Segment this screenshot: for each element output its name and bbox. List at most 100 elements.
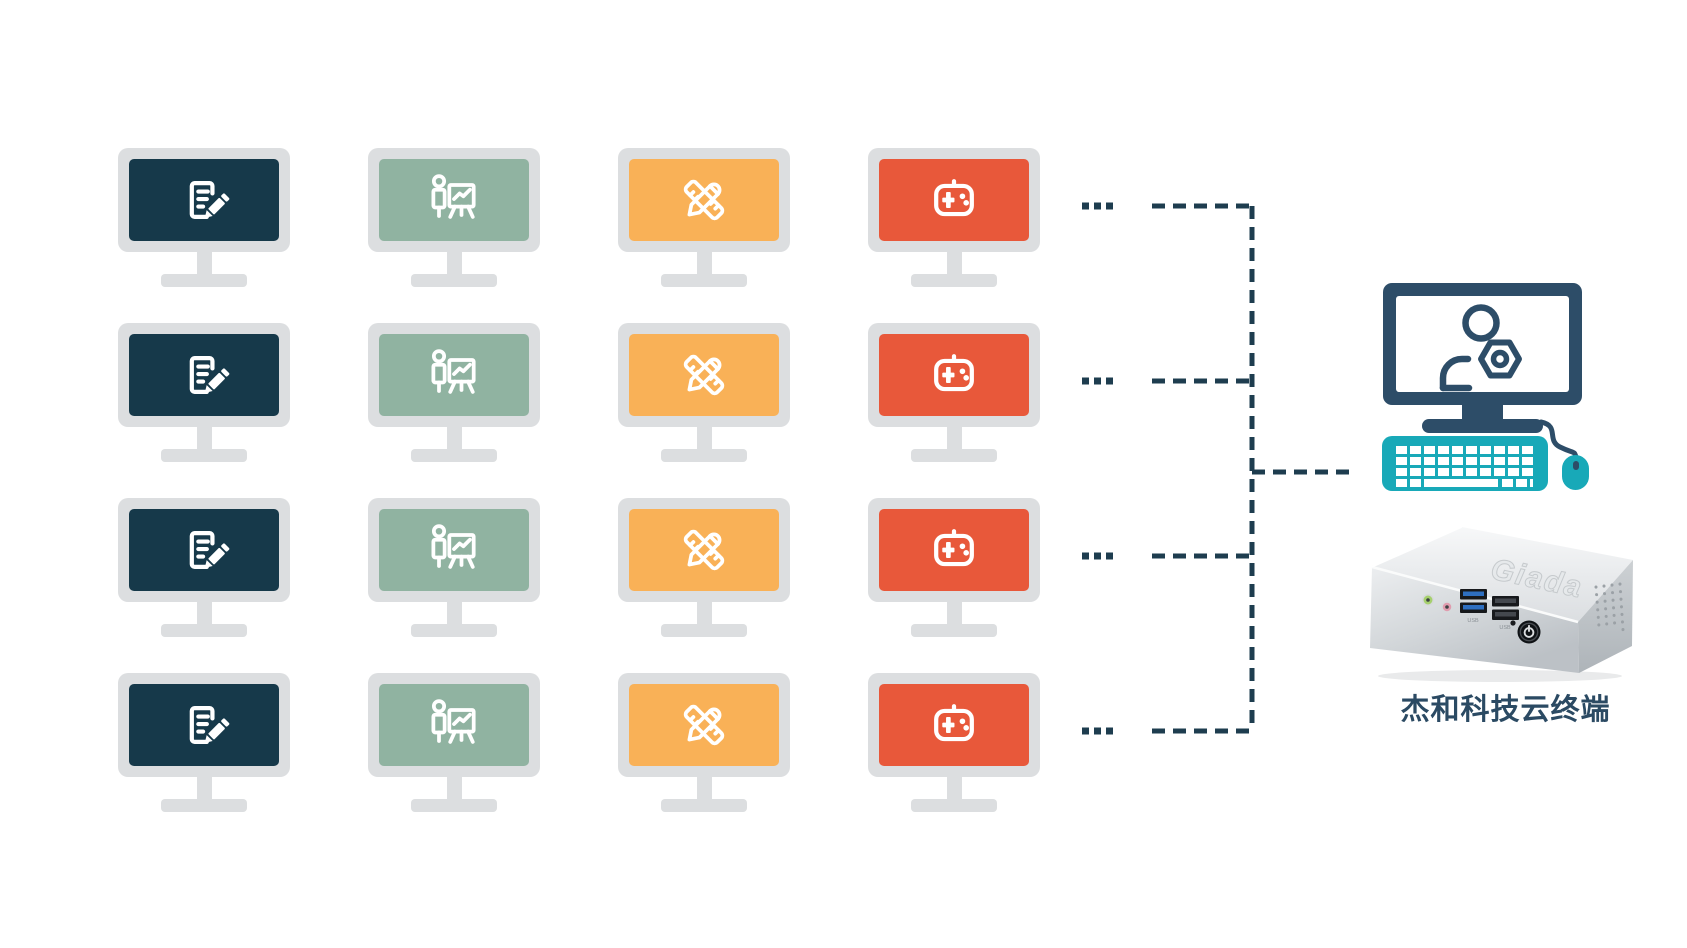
mouse-cable bbox=[1538, 419, 1579, 460]
monitor-screen bbox=[879, 159, 1029, 241]
monitor-base bbox=[161, 624, 247, 637]
monitor-frame bbox=[618, 498, 790, 602]
monitor-base bbox=[411, 799, 497, 812]
monitor-frame bbox=[868, 673, 1040, 777]
power-button bbox=[1517, 620, 1541, 644]
monitor-base bbox=[661, 274, 747, 287]
monitor-base bbox=[161, 449, 247, 462]
monitor-stand bbox=[696, 252, 712, 274]
document-edit-workstation bbox=[118, 323, 290, 462]
terminal-monitor bbox=[1383, 283, 1582, 433]
monitor-base bbox=[411, 449, 497, 462]
monitor-stand bbox=[196, 252, 212, 274]
monitor-stand bbox=[446, 427, 462, 449]
presentation-chart-workstation bbox=[368, 323, 540, 462]
monitor-stand bbox=[946, 602, 962, 624]
monitor-frame bbox=[368, 498, 540, 602]
monitor-base bbox=[911, 624, 997, 637]
terminal-workstation bbox=[1382, 283, 1589, 491]
document-edit-workstation bbox=[118, 498, 290, 637]
monitor-screen bbox=[129, 159, 279, 241]
monitor-stand bbox=[446, 602, 462, 624]
ruler-pencil-workstation bbox=[618, 323, 790, 462]
monitor-frame bbox=[868, 148, 1040, 252]
usb-ports: USB USB bbox=[1460, 589, 1519, 631]
monitor-screen bbox=[379, 159, 529, 241]
monitor-base bbox=[911, 799, 997, 812]
monitor-screen bbox=[379, 334, 529, 416]
ruler-pencil-workstation bbox=[618, 498, 790, 637]
connection-lines bbox=[1152, 203, 1357, 734]
monitor-stand bbox=[946, 252, 962, 274]
ellipsis-row-2 bbox=[1082, 377, 1113, 385]
monitor-screen bbox=[629, 334, 779, 416]
user-gear-icon bbox=[1439, 304, 1522, 392]
monitor-base bbox=[411, 624, 497, 637]
monitor-stand bbox=[196, 602, 212, 624]
monitor-base bbox=[911, 449, 997, 462]
side-vents bbox=[1594, 582, 1625, 632]
terminal-mouse bbox=[1562, 455, 1589, 490]
monitor-frame bbox=[368, 323, 540, 427]
gamepad-workstation bbox=[868, 498, 1040, 637]
document-edit-workstation bbox=[118, 148, 290, 287]
ruler-pencil-workstation bbox=[618, 673, 790, 812]
monitor-frame bbox=[618, 148, 790, 252]
terminal-label: 杰和科技云终端 bbox=[1400, 694, 1611, 726]
monitor-base bbox=[661, 624, 747, 637]
monitor-stand bbox=[196, 777, 212, 799]
gamepad-workstation bbox=[868, 673, 1040, 812]
monitor-stand bbox=[696, 602, 712, 624]
monitor-stand bbox=[696, 777, 712, 799]
monitor-frame bbox=[118, 673, 290, 777]
monitor-frame bbox=[118, 148, 290, 252]
monitor-screen bbox=[379, 509, 529, 591]
monitor-screen bbox=[379, 684, 529, 766]
document-edit-workstation bbox=[118, 673, 290, 812]
monitor-screen bbox=[629, 159, 779, 241]
presentation-chart-workstation bbox=[368, 673, 540, 812]
monitor-screen bbox=[129, 684, 279, 766]
monitor-screen bbox=[129, 509, 279, 591]
usb-label-2: USB bbox=[1499, 625, 1511, 631]
presentation-chart-workstation bbox=[368, 148, 540, 287]
monitor-stand bbox=[696, 427, 712, 449]
ellipsis-dots bbox=[1082, 202, 1113, 735]
monitor-screen bbox=[879, 334, 1029, 416]
monitor-frame bbox=[118, 323, 290, 427]
monitor-stand bbox=[446, 777, 462, 799]
monitor-screen bbox=[629, 509, 779, 591]
monitor-stand bbox=[946, 777, 962, 799]
monitor-base bbox=[661, 799, 747, 812]
monitor-frame bbox=[118, 498, 290, 602]
monitor-frame bbox=[368, 673, 540, 777]
monitor-frame bbox=[868, 498, 1040, 602]
ellipsis-row-3 bbox=[1082, 552, 1113, 560]
monitor-screen bbox=[129, 334, 279, 416]
front-panel: USB USB bbox=[1422, 589, 1541, 644]
ellipsis-row-4 bbox=[1082, 727, 1113, 735]
gamepad-workstation bbox=[868, 148, 1040, 287]
monitor-stand bbox=[446, 252, 462, 274]
reset-pinhole bbox=[1510, 620, 1516, 626]
monitor-base bbox=[161, 799, 247, 812]
monitor-screen bbox=[879, 684, 1029, 766]
monitor-base bbox=[661, 449, 747, 462]
usb-label-1: USB bbox=[1467, 618, 1479, 624]
monitor-frame bbox=[368, 148, 540, 252]
monitor-base bbox=[911, 274, 997, 287]
monitor-base bbox=[411, 274, 497, 287]
monitor-stand bbox=[196, 427, 212, 449]
mini-pc-device: Giada USB USB bbox=[1370, 526, 1633, 682]
monitor-frame bbox=[868, 323, 1040, 427]
monitor-base bbox=[161, 274, 247, 287]
monitor-screen bbox=[629, 684, 779, 766]
presentation-chart-workstation bbox=[368, 498, 540, 637]
monitor-stand bbox=[946, 427, 962, 449]
monitor-frame bbox=[618, 673, 790, 777]
monitor-frame bbox=[618, 323, 790, 427]
terminal-keyboard bbox=[1382, 436, 1548, 491]
monitor-screen bbox=[879, 509, 1029, 591]
